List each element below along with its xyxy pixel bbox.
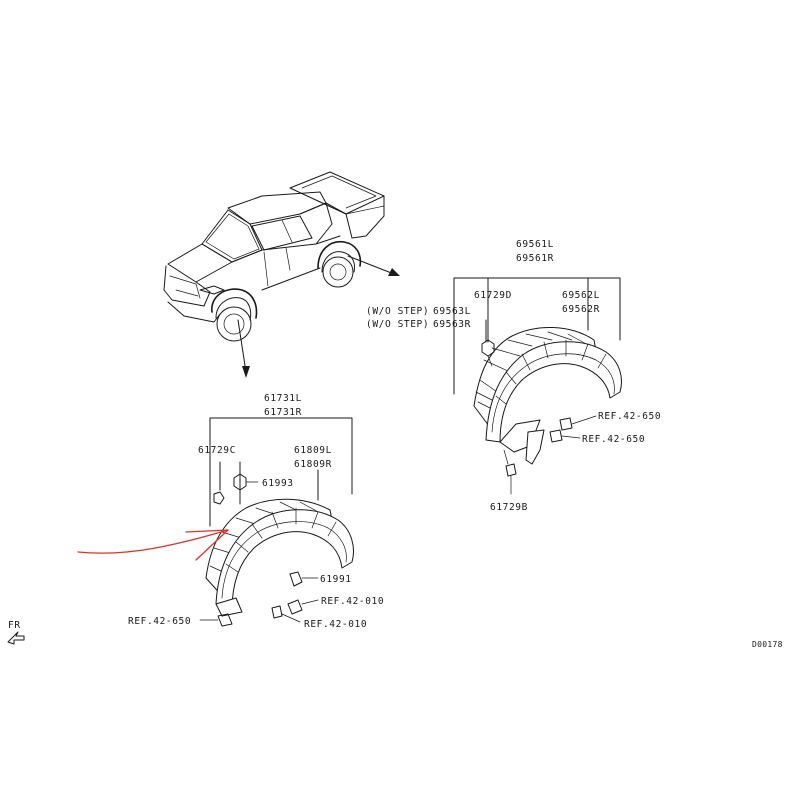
ref-label-42-650-rear-a: REF.42-650: [598, 411, 661, 422]
part-label-61729b: 61729B: [490, 502, 528, 513]
part-label-61809r: 61809R: [294, 459, 332, 470]
arrow-head-front: [242, 366, 250, 378]
part-label-61729d: 61729D: [474, 290, 512, 301]
part-label-69562r: 69562R: [562, 304, 600, 315]
diagram-code: D00178: [752, 640, 783, 649]
pointer-arrows: [237, 255, 400, 378]
ref-label-42-010-a: REF.42-010: [321, 596, 384, 607]
part-label-61731r: 61731R: [264, 407, 302, 418]
part-label-69563r: 69563R: [433, 319, 471, 330]
part-label-61993: 61993: [262, 478, 294, 489]
wo-step-label-2: (W/O STEP): [366, 319, 429, 330]
rear-fender-group: [453, 277, 622, 495]
fr-label: FR: [8, 620, 21, 631]
fr-mark: [7, 631, 25, 645]
part-label-69563l: 69563L: [433, 306, 471, 317]
pickup-truck-illustration: [163, 171, 385, 342]
front-fender-group: [199, 417, 354, 627]
fr-arrow-icon: [7, 631, 25, 645]
ref-label-42-010-b: REF.42-010: [304, 619, 367, 630]
part-label-69561l: 69561L: [516, 239, 554, 250]
ref-label-42-650-rear-b: REF.42-650: [582, 434, 645, 445]
part-label-69562l: 69562L: [562, 290, 600, 301]
part-label-61729c: 61729C: [198, 445, 236, 456]
ref-label-42-650-front: REF.42-650: [128, 616, 191, 627]
part-label-61991: 61991: [320, 574, 352, 585]
wo-step-label-1: (W/O STEP): [366, 306, 429, 317]
part-label-61809l: 61809L: [294, 445, 332, 456]
arrow-head-rear: [388, 268, 400, 276]
part-label-69561r: 69561R: [516, 253, 554, 264]
part-label-61731l: 61731L: [264, 393, 302, 404]
annotation-arrow: [77, 529, 229, 561]
